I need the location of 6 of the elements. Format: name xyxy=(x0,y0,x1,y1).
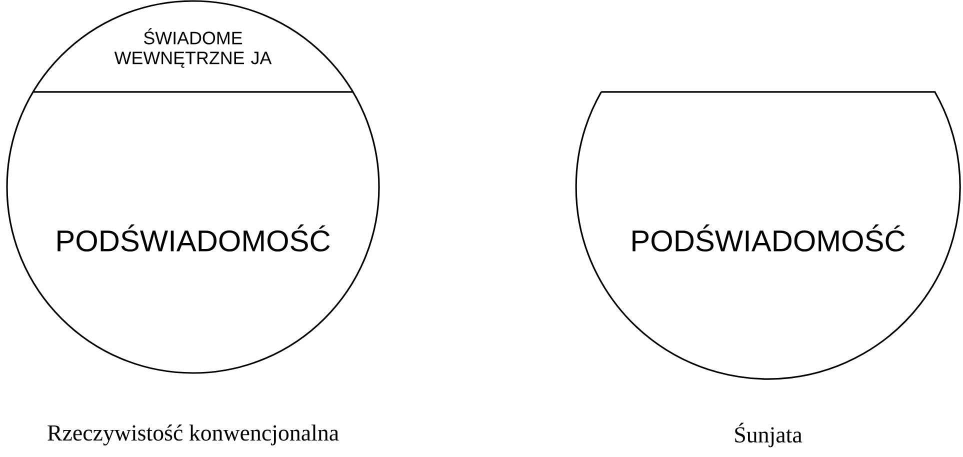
node-label: Rzeczywistość konwencjonalna xyxy=(48,424,339,446)
region-label: PODŚWIADOMOŚĆ xyxy=(58,224,330,252)
node-label: Śunjata xyxy=(735,422,802,448)
region-label: PODŚWIADOMOŚĆ xyxy=(632,224,905,252)
region-label: ŚWIADOME WEWNĘTRZNE JA xyxy=(114,28,272,68)
circle xyxy=(6,0,380,374)
